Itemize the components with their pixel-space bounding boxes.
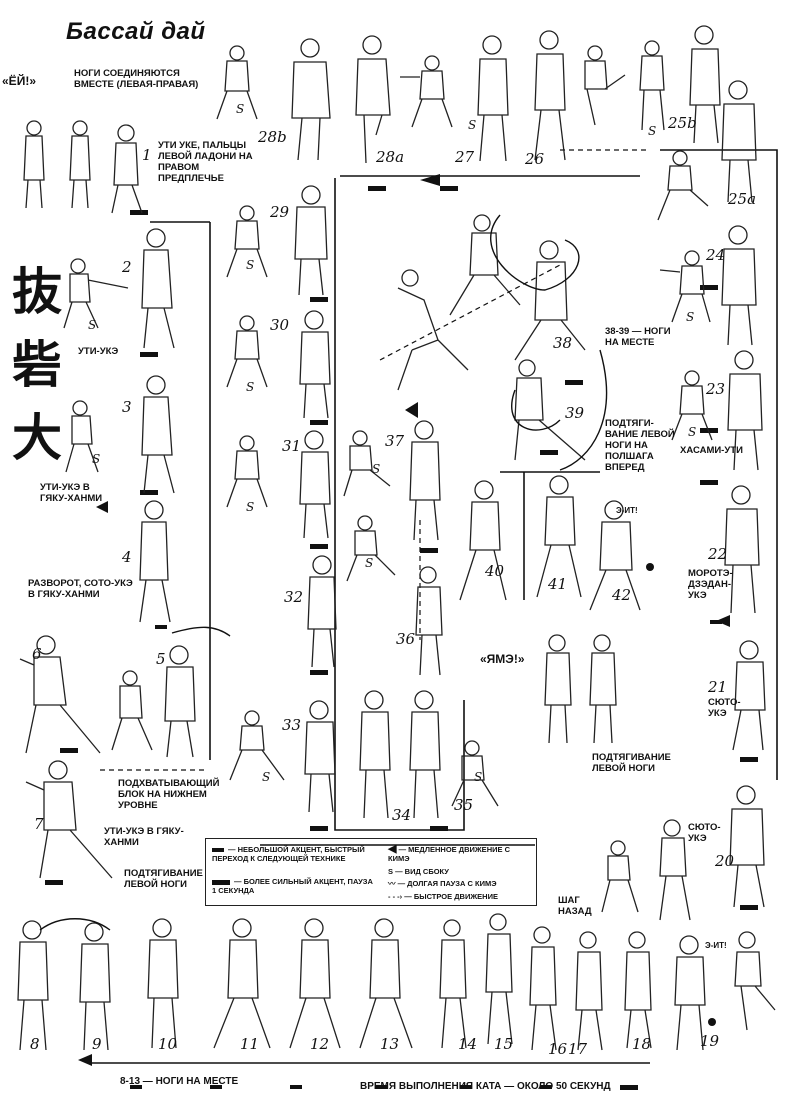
- label-pull-left-yame: ПОДТЯГИВАНИЕ ЛЕВОЙ НОГИ: [592, 752, 671, 774]
- strong-accent-marker: [212, 879, 230, 885]
- step-number: 30: [270, 316, 290, 334]
- side-view-marker: S: [365, 556, 374, 570]
- step-number: 1: [142, 146, 152, 164]
- step-number: 25b: [668, 114, 697, 132]
- label-hasami-uti: ХАСАМИ-УТИ: [680, 445, 743, 456]
- legend-slow: — МЕДЛЕННОЕ ДВИЖЕНИЕ С КИМЭ: [388, 845, 510, 863]
- kanji-char-3: 大: [12, 408, 62, 467]
- label-step-back: ШАГ НАЗАД: [558, 895, 592, 917]
- step-number: 25a: [728, 190, 757, 208]
- step-number: 40: [485, 562, 505, 580]
- step-number: 17: [568, 1040, 588, 1058]
- step-number: 18: [632, 1035, 652, 1053]
- step-number: 7: [34, 815, 44, 833]
- label-kiai-42: Э-ИТ!: [616, 506, 638, 515]
- bottom-row-figures: [17, 913, 776, 1051]
- label-turn-4: РАЗВОРОТ, СОТО-УКЭ В ГЯКУ-ХАНМИ: [28, 578, 133, 600]
- step-number: 16: [548, 1040, 568, 1058]
- side-view-marker: S: [246, 380, 255, 394]
- label-uti-uke-1: УТИ УКЕ, ПАЛЬЦЫ ЛЕВОЙ ЛАДОНИ НА ПРАВОМ П…: [158, 140, 253, 184]
- step-number: 15: [494, 1035, 514, 1053]
- step-number: 41: [548, 575, 568, 593]
- label-kiai-19: Э-ИТ!: [705, 941, 727, 950]
- step-number: 34: [392, 806, 412, 824]
- step-number: 11: [240, 1035, 260, 1053]
- step-number: 10: [158, 1035, 178, 1053]
- legend-strong-accent: — БОЛЕЕ СИЛЬНЫЙ АКЦЕНТ, ПАУЗА 1 СЕКУНДА: [212, 877, 373, 895]
- step-number: 28b: [258, 128, 287, 146]
- step-number: 9: [92, 1035, 102, 1053]
- step-number: 35: [454, 796, 474, 814]
- label-syuto-21: СЮТО-УКЭ: [708, 697, 741, 719]
- label-uti-uke-2: УТИ-УКЭ: [78, 346, 119, 357]
- legend-box: — НЕБОЛЬШОЙ АКЦЕНТ, БЫСТРЫЙ ПЕРЕХОД К СЛ…: [205, 838, 537, 906]
- label-uti-uke-3: УТИ-УКЭ В ГЯКУ-ХАНМИ: [40, 482, 103, 504]
- step-number: 22: [708, 545, 728, 563]
- step-number: 2: [122, 258, 132, 276]
- step-number: 4: [122, 548, 132, 566]
- side-view-marker: S: [246, 500, 255, 514]
- label-syuto-20: СЮТО-УКЭ: [688, 822, 721, 844]
- legend-small-accent: — НЕБОЛЬШОЙ АКЦЕНТ, БЫСТРЫЙ ПЕРЕХОД К СЛ…: [212, 845, 365, 863]
- step-number: 31: [282, 437, 302, 455]
- footer-duration: ВРЕМЯ ВЫПОЛНЕНИЯ КАТА — ОКОЛО 50 СЕКУНД: [360, 1081, 611, 1092]
- label-feet-together: НОГИ СОЕДИНЯЮТСЯ ВМЕСТЕ (ЛЕВАЯ-ПРАВАЯ): [74, 68, 199, 90]
- step-number: 38: [553, 334, 573, 352]
- label-ei: «ЁЙ!»: [2, 74, 36, 88]
- step-number: 19: [700, 1032, 720, 1050]
- label-yame: «ЯМЭ!»: [480, 652, 525, 666]
- side-view-marker: S: [262, 770, 271, 784]
- legend-side-view: S — ВИД СБОКУ: [388, 867, 449, 876]
- step-number: 28a: [376, 148, 405, 166]
- step-number: 14: [458, 1035, 478, 1053]
- step-number: 37: [385, 432, 405, 450]
- side-view-marker: S: [88, 318, 97, 332]
- kanji-char-1: 抜: [12, 262, 62, 321]
- step-number: 3: [122, 398, 132, 416]
- label-scoop-block: ПОДХВАТЫВАЮЩИЙ БЛОК НА НИЖНЕМ УРОВНЕ: [118, 778, 220, 811]
- step-number: 39: [565, 404, 585, 422]
- label-feet-in-place-38: 38-39 — НОГИ НА МЕСТЕ: [605, 326, 671, 348]
- step-number: 8: [30, 1035, 40, 1053]
- step-number: 13: [380, 1035, 400, 1053]
- side-view-marker: S: [246, 258, 255, 272]
- step-number: 27: [455, 148, 475, 166]
- side-view-marker: S: [688, 425, 697, 439]
- side-view-marker: S: [474, 770, 483, 784]
- label-pull-left-7: ПОДТЯГИВАНИЕ ЛЕВОЙ НОГИ: [124, 868, 203, 890]
- side-view-marker: S: [648, 124, 657, 138]
- label-pull-left-39: ПОДТЯГИ-ВАНИЕ ЛЕВОЙ НОГИ НА ПОЛШАГА ВПЕР…: [605, 418, 675, 473]
- step-number: 24: [706, 246, 726, 264]
- pose-figures: [19, 25, 766, 921]
- step-number: 33: [282, 716, 302, 734]
- side-view-marker: S: [236, 102, 245, 116]
- kanji-char-2: 砦: [12, 335, 62, 394]
- legend-fast: — БЫСТРОЕ ДВИЖЕНИЕ: [404, 892, 498, 901]
- step-number: 42: [612, 586, 632, 604]
- step-number: 20: [715, 852, 735, 870]
- page-title: Бассай дай: [66, 18, 206, 45]
- side-view-marker: S: [372, 462, 381, 476]
- step-number: 6: [32, 645, 42, 663]
- step-number: 32: [284, 588, 304, 606]
- footer-feet-in-place: 8-13 — НОГИ НА МЕСТЕ: [120, 1076, 239, 1087]
- label-uti-uke-7: УТИ-УКЭ В ГЯКУ-ХАНМИ: [104, 826, 184, 848]
- step-number: 23: [706, 380, 726, 398]
- small-accent-marker: [212, 848, 224, 853]
- step-number: 5: [156, 650, 166, 668]
- step-number: 26: [525, 150, 545, 168]
- label-morote-uke: МОРОТЭ-ДЗЭДАН-УКЭ: [688, 568, 733, 601]
- side-view-marker: S: [468, 118, 477, 132]
- step-number: 21: [708, 678, 728, 696]
- step-number: 12: [310, 1035, 330, 1053]
- legend-long-pause: — ДОЛГАЯ ПАУЗА С КИМЭ: [397, 879, 497, 888]
- side-view-marker: S: [92, 452, 101, 466]
- step-number: 36: [396, 630, 416, 648]
- step-number: 29: [270, 203, 290, 221]
- side-view-marker: S: [686, 310, 695, 324]
